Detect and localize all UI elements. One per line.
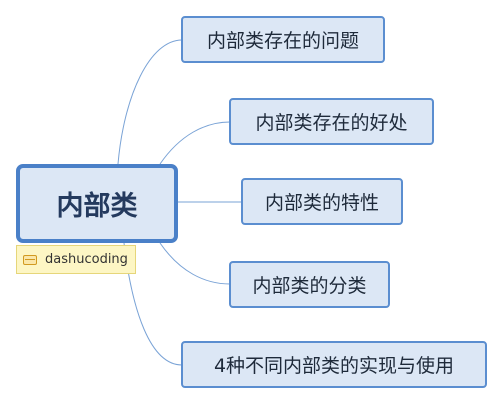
connector-2 xyxy=(159,121,231,165)
topic-label: 4种不同内部类的实现与使用 xyxy=(213,355,455,377)
topic-label: 内部类的分类 xyxy=(252,275,367,297)
topic-inner-class-benefits[interactable]: 内部类存在的好处 xyxy=(229,98,434,145)
topic-label: 内部类存在的好处 xyxy=(255,112,408,134)
note-text: dashucoding xyxy=(45,252,128,267)
note-label[interactable]: dashucoding xyxy=(16,245,136,274)
connector-4 xyxy=(159,242,231,285)
topic-inner-class-categories[interactable]: 内部类的分类 xyxy=(229,261,390,308)
note-icon xyxy=(23,254,37,265)
central-topic-inner-class[interactable]: 内部类 xyxy=(16,164,178,243)
topic-inner-class-features[interactable]: 内部类的特性 xyxy=(241,178,403,225)
topic-four-inner-class-usage[interactable]: 4种不同内部类的实现与使用 xyxy=(181,341,487,388)
topic-label: 内部类的特性 xyxy=(264,192,379,214)
connector-1 xyxy=(117,39,183,165)
topic-label: 内部类存在的问题 xyxy=(206,30,359,52)
topic-inner-class-problems[interactable]: 内部类存在的问题 xyxy=(181,16,385,63)
central-topic-label: 内部类 xyxy=(56,191,138,222)
